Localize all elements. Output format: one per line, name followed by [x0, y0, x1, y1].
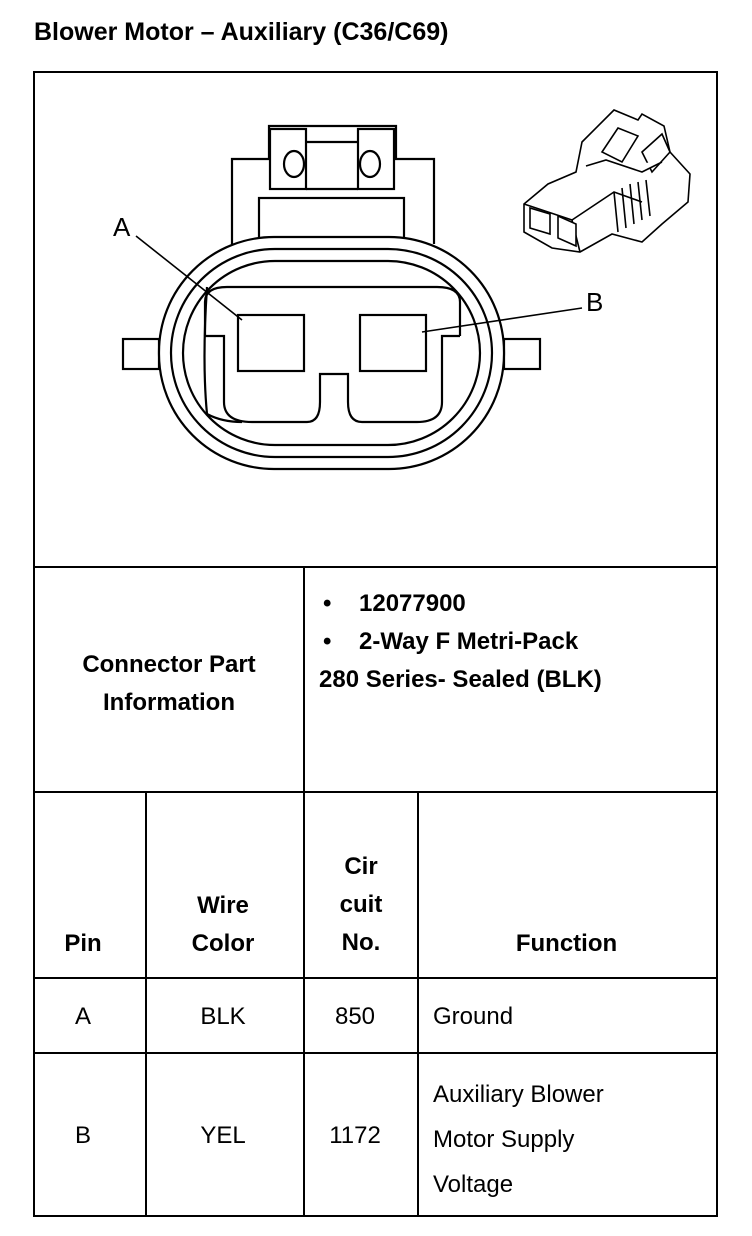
- row-b-function-line-3: Voltage: [433, 1171, 514, 1198]
- header-circuit-no: Cir cuit No.: [305, 848, 417, 962]
- header-wire-color: Wire Color: [145, 887, 301, 963]
- top-latch: [230, 124, 436, 244]
- divider-info-vertical: [303, 568, 305, 793]
- connector-part-info-value: •12077900 •2-Way F Metri-Pack 280 Series…: [319, 585, 714, 699]
- info-label-line-1: Connector Part: [82, 651, 256, 678]
- row-b-function: Auxiliary Blower Motor Supply Voltage: [433, 1072, 713, 1207]
- page-title: Blower Motor – Auxiliary (C36/C69): [34, 18, 449, 46]
- divider-info: [35, 791, 716, 793]
- leader-line-a: [135, 235, 243, 321]
- leader-line-b: [421, 307, 583, 333]
- connector-outer-shell: [157, 235, 506, 471]
- row-b-wire: YEL: [200, 1122, 246, 1149]
- header-wire-line-1: Wire: [197, 892, 249, 919]
- header-circuit-line-3: No.: [341, 929, 381, 956]
- row-b-circuit: 1172: [329, 1122, 381, 1149]
- header-circuit-line-2: cuit: [339, 891, 383, 918]
- row-a-wire: BLK: [200, 1003, 246, 1030]
- row-a-pin: A: [74, 1003, 91, 1030]
- left-side-tab: [121, 337, 161, 371]
- divider-row-a: [35, 1052, 716, 1054]
- connector-face-diagram: A B: [113, 109, 691, 471]
- right-side-tab: [502, 337, 542, 371]
- info-bullet-type: •2-Way F Metri-Pack: [323, 628, 579, 655]
- row-a-function: Ground: [433, 1003, 514, 1030]
- terminal-cavity-a: [236, 313, 306, 373]
- pin-label-a: A: [113, 212, 131, 242]
- row-b-pin: B: [74, 1122, 91, 1149]
- header-function: Function: [515, 930, 618, 957]
- row-a-circuit: 850: [334, 1003, 376, 1030]
- connector-table-frame: A B Connector Part Information •12077900…: [33, 71, 718, 1217]
- header-pin: Pin: [64, 930, 102, 957]
- row-b-function-line-2: Motor Supply: [433, 1126, 575, 1153]
- info-bullet-part-number: •12077900: [323, 590, 466, 617]
- connector-part-info-label: Connector Part Information: [35, 646, 303, 722]
- column-divider-1: [145, 793, 147, 1217]
- info-label-line-2: Information: [103, 689, 235, 716]
- column-divider-2: [303, 793, 305, 1217]
- info-continuation: 280 Series- Sealed (BLK): [319, 666, 602, 693]
- terminal-cavity-b: [358, 313, 428, 373]
- pin-label-b: B: [586, 287, 603, 317]
- header-circuit-line-1: Cir: [344, 853, 378, 880]
- header-wire-line-2: Color: [191, 930, 255, 957]
- connector-thumbnail: [523, 109, 691, 253]
- column-divider-3: [417, 793, 419, 1217]
- row-b-function-line-1: Auxiliary Blower: [433, 1081, 604, 1108]
- divider-header: [35, 977, 716, 979]
- divider-diagram: [35, 566, 716, 568]
